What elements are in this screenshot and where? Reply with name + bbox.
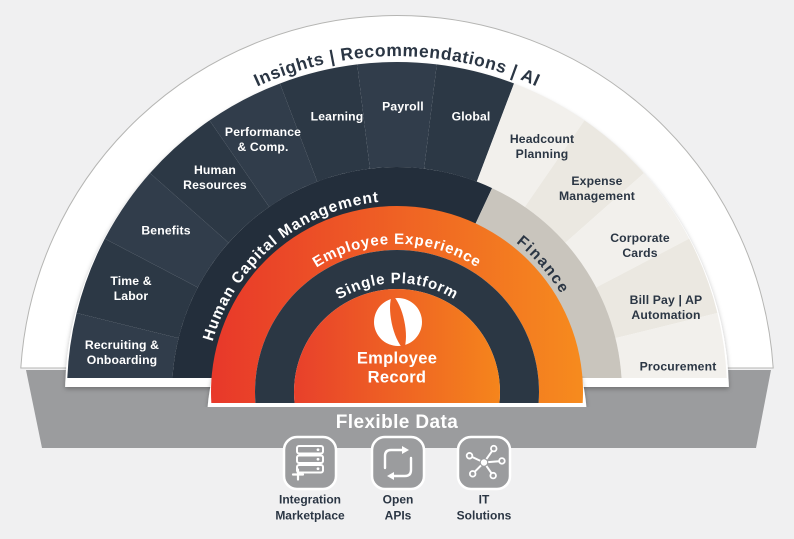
employee-record-label: Employee Record bbox=[356, 349, 438, 387]
it-solutions-label: IT Solutions bbox=[456, 492, 512, 522]
hcm-ring-arc bbox=[172, 167, 493, 378]
hcm-segment-wedge bbox=[104, 173, 229, 288]
finance-segment-wedge bbox=[524, 120, 645, 243]
hcm-segment-wedge bbox=[76, 238, 198, 339]
finance-segment-wedge bbox=[565, 173, 690, 288]
hcm-segment-wedge bbox=[424, 64, 515, 182]
single-platform-ring-arc bbox=[255, 250, 539, 403]
inner-rings bbox=[172, 167, 622, 407]
finance-segment-wedge bbox=[596, 238, 718, 339]
icon-tile bbox=[370, 435, 426, 491]
open-apis-icon bbox=[370, 435, 426, 491]
integration-marketplace-label: Integration Marketplace bbox=[275, 492, 345, 522]
employee-record-core bbox=[294, 289, 500, 403]
it-solutions-icon bbox=[456, 435, 512, 491]
finance-ring-arc bbox=[475, 188, 622, 378]
finance-segment-wedge bbox=[476, 83, 585, 207]
hcm-segment-wedge bbox=[279, 64, 370, 182]
segment-wedges bbox=[67, 61, 727, 378]
foundation-icons bbox=[282, 435, 512, 491]
employee-record-logo-icon bbox=[374, 294, 422, 350]
employee-experience-ring-arc bbox=[211, 206, 583, 403]
logo-lens bbox=[390, 294, 406, 350]
hcm-segment-wedge bbox=[149, 120, 270, 243]
flexible-data-label: Flexible Data bbox=[335, 412, 459, 433]
open-apis-label: Open APIs bbox=[382, 492, 414, 522]
integration-marketplace-icon bbox=[282, 435, 338, 491]
hcm-segment-wedge bbox=[209, 83, 318, 207]
hcm-segment-wedge bbox=[357, 61, 437, 169]
hcm-segment-wedge bbox=[67, 313, 179, 378]
finance-segment-wedge bbox=[615, 313, 727, 378]
